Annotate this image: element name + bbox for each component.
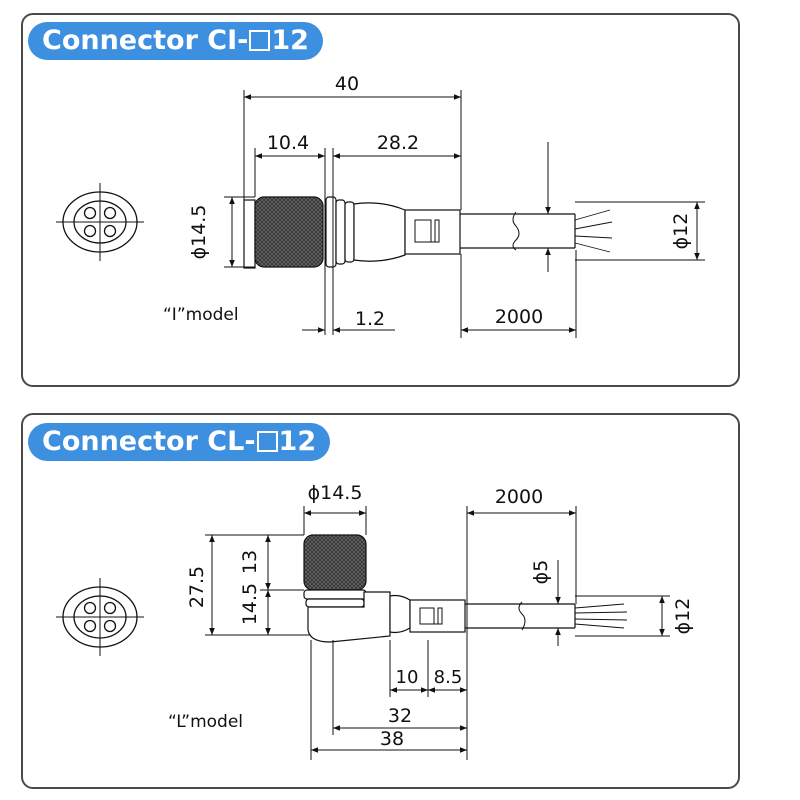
dim-8-5: 8.5 xyxy=(434,667,463,688)
title-prefix: Connector CL- xyxy=(42,426,256,457)
dim-32: 32 xyxy=(388,705,412,727)
model-label-l: “L”model xyxy=(168,712,243,732)
placeholder-box-icon xyxy=(249,30,271,51)
dim-phi-5: ϕ5 xyxy=(530,560,552,585)
dim-phi-14-5: ϕ14.5 xyxy=(308,482,363,504)
dim-2000: 2000 xyxy=(495,306,543,328)
front-view-ci xyxy=(56,183,144,261)
dim-10-4: 10.4 xyxy=(267,132,309,154)
dim-13: 13 xyxy=(239,550,261,574)
dimensions-cl xyxy=(205,506,670,760)
dim-40: 40 xyxy=(335,73,359,95)
front-view-cl xyxy=(56,578,144,656)
dim-14-5: 14.5 xyxy=(239,583,261,625)
dim-phi-14-5: ϕ14.5 xyxy=(188,205,210,260)
dim-38: 38 xyxy=(380,728,404,750)
placeholder-box-icon xyxy=(256,431,278,452)
dim-2000: 2000 xyxy=(495,486,543,508)
dimension-labels-ci: 40 10.4 28.2 ϕ14.5 ϕ12 1.2 2000 “I”model xyxy=(163,73,692,330)
dim-phi-12: ϕ12 xyxy=(670,213,692,250)
dimension-labels-cl: ϕ14.5 2000 ϕ5 ϕ12 27.5 14.5 13 10 8.5 32… xyxy=(168,482,694,750)
title-suffix: 12 xyxy=(278,426,317,457)
knurled-nut xyxy=(254,196,324,268)
connector-body-ci xyxy=(243,196,613,269)
knurled-nut xyxy=(303,534,367,591)
dimensions-ci xyxy=(224,90,705,338)
dim-27-5: 27.5 xyxy=(186,566,208,608)
model-label-i: “I”model xyxy=(163,305,239,325)
dim-10: 10 xyxy=(396,667,419,688)
panel-ci-connector xyxy=(21,13,740,387)
dim-28-2: 28.2 xyxy=(377,132,419,154)
connector-body-cl xyxy=(303,534,628,643)
dim-phi-12: ϕ12 xyxy=(672,598,694,635)
panel-title-cl: Connector CL- 12 xyxy=(28,423,331,461)
title-suffix: 12 xyxy=(271,25,309,56)
title-prefix: Connector CI- xyxy=(42,25,249,56)
dim-1-2: 1.2 xyxy=(355,308,385,330)
panel-title-ci: Connector CI- 12 xyxy=(28,22,323,60)
